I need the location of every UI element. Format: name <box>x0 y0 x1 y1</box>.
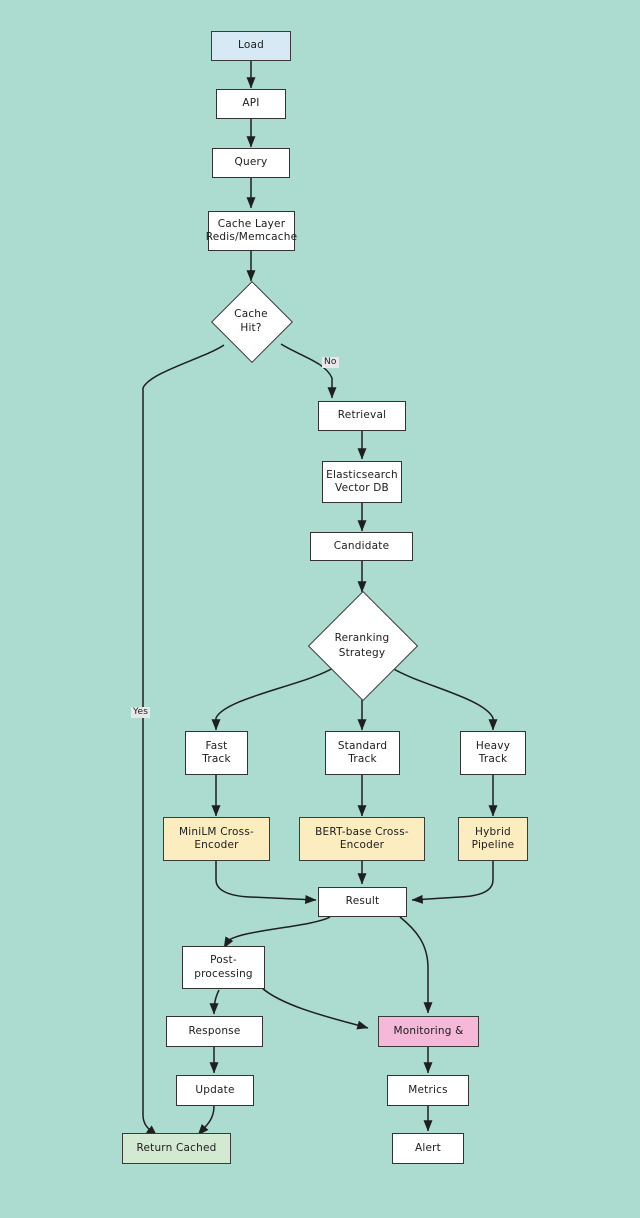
node-cache-layer[interactable]: Cache Layer Redis/Memcache <box>206 211 297 251</box>
edge-postproc-monitoring <box>261 987 369 1030</box>
node-elasticsearch-vector-db[interactable]: Elasticsearch Vector DB <box>322 461 402 503</box>
node-standard-track[interactable]: Standard Track <box>325 731 400 775</box>
node-update[interactable]: Update <box>176 1075 254 1106</box>
node-post-processing[interactable]: Post- processing <box>182 946 265 989</box>
node-cache-hit[interactable]: Cache Hit? <box>210 280 294 364</box>
node-return-cached[interactable]: Return Cached <box>122 1133 231 1164</box>
node-reranking-strategy[interactable]: Reranking Strategy <box>305 590 419 702</box>
node-fast-track[interactable]: Fast Track <box>185 731 248 775</box>
edge-update-returncached <box>197 1105 215 1136</box>
edge-postproc-response <box>209 989 220 1015</box>
node-monitoring[interactable]: Monitoring & <box>378 1016 479 1047</box>
node-heavy-track[interactable]: Heavy Track <box>460 731 526 775</box>
node-candidate[interactable]: Candidate <box>310 532 413 561</box>
node-bert-base-cross-encoder[interactable]: BERT-base Cross- Encoder <box>299 817 425 861</box>
edge-result-monitoring <box>399 916 433 1014</box>
reranking-label: Reranking Strategy <box>334 632 390 659</box>
cache-hit-label: Cache Hit? <box>234 307 268 334</box>
edge-label-yes: Yes <box>131 707 151 718</box>
edge-minilm-result <box>215 861 317 905</box>
node-minilm-cross-encoder[interactable]: MiniLM Cross- Encoder <box>163 817 270 861</box>
node-load[interactable]: Load <box>211 31 291 61</box>
node-response[interactable]: Response <box>166 1016 263 1047</box>
node-retrieval[interactable]: Retrieval <box>318 401 406 431</box>
node-metrics[interactable]: Metrics <box>387 1075 469 1106</box>
node-result[interactable]: Result <box>318 887 407 917</box>
edge-label-no: No <box>322 357 339 368</box>
node-hybrid-pipeline[interactable]: Hybrid Pipeline <box>458 817 528 861</box>
node-api[interactable]: API <box>216 89 286 119</box>
edge-hybrid-result <box>411 861 494 904</box>
node-alert[interactable]: Alert <box>392 1133 464 1164</box>
edge-result-postproc <box>223 916 331 949</box>
node-query[interactable]: Query <box>212 148 290 178</box>
